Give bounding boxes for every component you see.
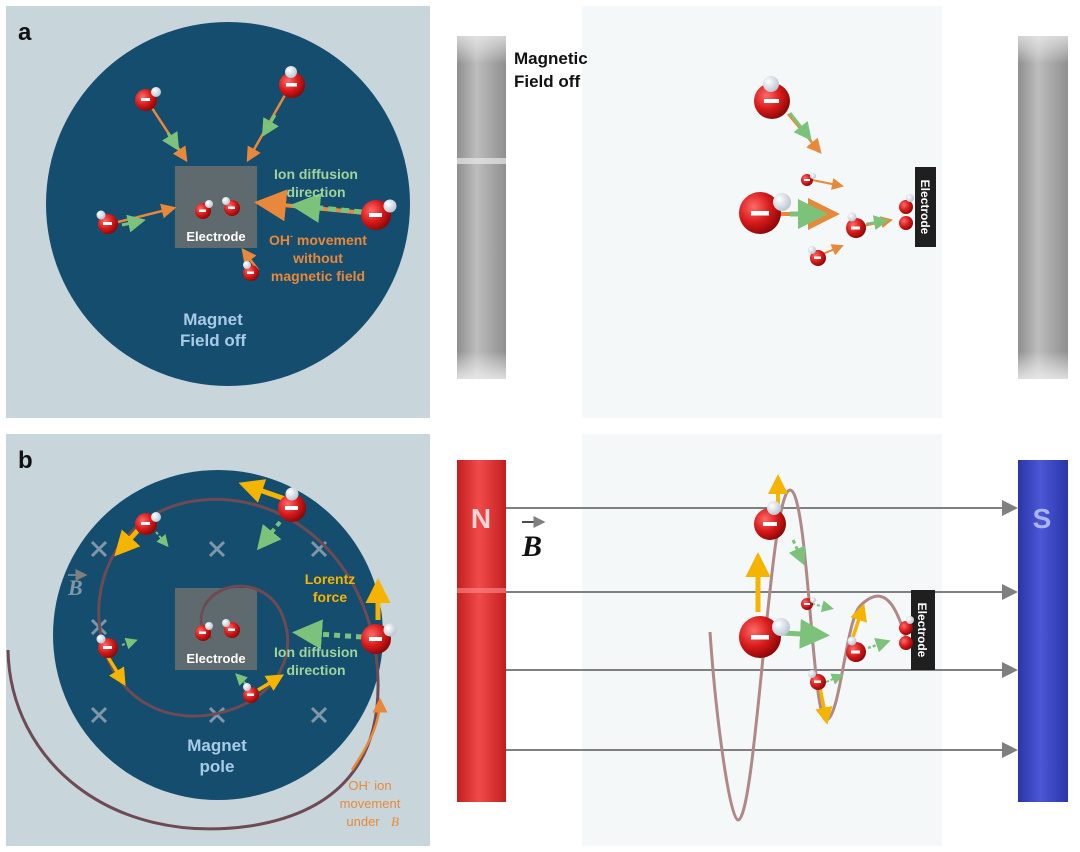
panel-a-right: Magnetic Field off Electrode (457, 6, 1068, 418)
green-diffusion-arrow (788, 539, 806, 566)
lorentz-arrow (106, 656, 126, 686)
magnet-label-a-2: Field off (180, 331, 246, 350)
lorentz-arrow (114, 526, 142, 557)
north-label: N (471, 503, 491, 534)
orange-arrow (811, 178, 844, 190)
oh-movement-b-symbol: B (391, 814, 399, 829)
magnet-pole-label-2: pole (200, 757, 235, 776)
oh-ion (754, 501, 786, 540)
oh-movement-label-a-3: magnetic field (271, 268, 365, 284)
oh-movement-label-b-1: OH- ion (348, 778, 391, 793)
oh-ion (808, 670, 826, 690)
oh-ion (846, 636, 866, 662)
electrode-box-b (175, 588, 257, 670)
side-electrode-label-b: Electrode (915, 603, 929, 658)
oh-ion (96, 210, 118, 234)
oh-movement-arrow-b (350, 697, 388, 771)
magnet-bar-right-a-shade (1018, 36, 1068, 379)
ion-diffusion-label-b-1: Ion diffusion (274, 644, 358, 660)
north-bar-highlight (457, 588, 506, 593)
magnet-label-a-1: Magnet (183, 310, 243, 329)
ion-diffusion-label-b-2: direction (286, 662, 345, 678)
green-diffusion-arrow (121, 214, 146, 233)
side-electrode-label-a: Electrode (918, 180, 932, 235)
oh-ion (222, 619, 240, 638)
lorentz-arrow (238, 479, 289, 503)
panel-a-letter: a (18, 19, 32, 46)
oh-ion (135, 87, 161, 111)
field-off-title-2: Field off (514, 72, 580, 91)
oh-ion (222, 197, 240, 216)
green-diffusion-arrow (811, 600, 834, 613)
green-diffusion-arrow (155, 531, 169, 548)
oh-movement-label-a-2: without (292, 250, 343, 266)
oh-ion (899, 616, 914, 650)
oh-ion (801, 597, 816, 610)
b-field-symbol-right: B (521, 530, 542, 563)
oh-ion (801, 173, 816, 186)
magnet-bar-highlight (457, 158, 506, 164)
oh-ion (135, 512, 161, 535)
ion-diffusion-label-a-1: Ion diffusion (274, 166, 358, 182)
panel-b-letter: b (18, 447, 33, 474)
green-diffusion-arrow (781, 618, 830, 649)
oh-ion (754, 76, 790, 119)
lorentz-label-2: force (313, 589, 347, 605)
electrode-plate-b (911, 590, 935, 670)
oh-ion (96, 634, 118, 658)
green-diffusion-arrow (865, 215, 889, 231)
magnet-bar-left-a-shade (457, 36, 506, 379)
panel-b-left: b Electrode B (6, 434, 430, 846)
green-diffusion-arrow (121, 637, 138, 650)
south-label: S (1033, 503, 1052, 534)
oh-ion (739, 192, 791, 234)
green-diffusion-arrow (788, 112, 812, 141)
electrode-label-a: Electrode (186, 229, 245, 244)
green-diffusion-arrow (235, 673, 248, 686)
north-pole-bar (457, 460, 506, 802)
magnet-pole-label-1: Magnet (187, 736, 247, 755)
oh-ion (361, 623, 397, 654)
oh-ion (846, 212, 866, 238)
ion-diffusion-label-a-2: direction (286, 184, 345, 200)
oh-movement-label-b-2: movement (340, 796, 401, 811)
panel-b-right: N S B Electrode (457, 434, 1068, 846)
oh-ion (361, 199, 397, 230)
green-diffusion-arrow (290, 192, 363, 223)
oh-ion (195, 622, 213, 641)
green-diffusion-arrow (261, 114, 279, 138)
green-diffusion-arrow (256, 520, 282, 551)
field-off-title-1: Magnetic (514, 49, 588, 68)
spiral-trajectory (6, 497, 380, 831)
lorentz-label-1: Lorentz (305, 571, 356, 587)
oh-ion (243, 683, 259, 703)
oh-ion (279, 66, 305, 98)
lorentz-arrow (850, 603, 867, 641)
oh-ion (739, 616, 790, 658)
green-diffusion-arrow (867, 638, 891, 653)
oh-ion (243, 261, 259, 281)
oh-ion (195, 200, 213, 219)
lorentz-arrow (815, 687, 833, 725)
oh-ion (899, 194, 914, 230)
oh-movement-label-a-1: OH- movement (269, 231, 367, 248)
oh-movement-label-b-3: under (346, 814, 380, 829)
electrode-plate-a (915, 167, 936, 247)
electrode-box-a (175, 166, 257, 248)
lorentz-arrow (257, 674, 285, 692)
b-field-symbol-left: B (67, 575, 83, 600)
panel-a-left: a Electrode Ion diffusion direction OH- … (6, 6, 430, 418)
south-pole-bar (1018, 460, 1068, 802)
green-diffusion-arrow (825, 673, 844, 685)
oh-ion (278, 487, 306, 522)
electrode-label-b: Electrode (186, 651, 245, 666)
green-diffusion-arrow (162, 131, 180, 152)
oh-ion (808, 246, 826, 266)
